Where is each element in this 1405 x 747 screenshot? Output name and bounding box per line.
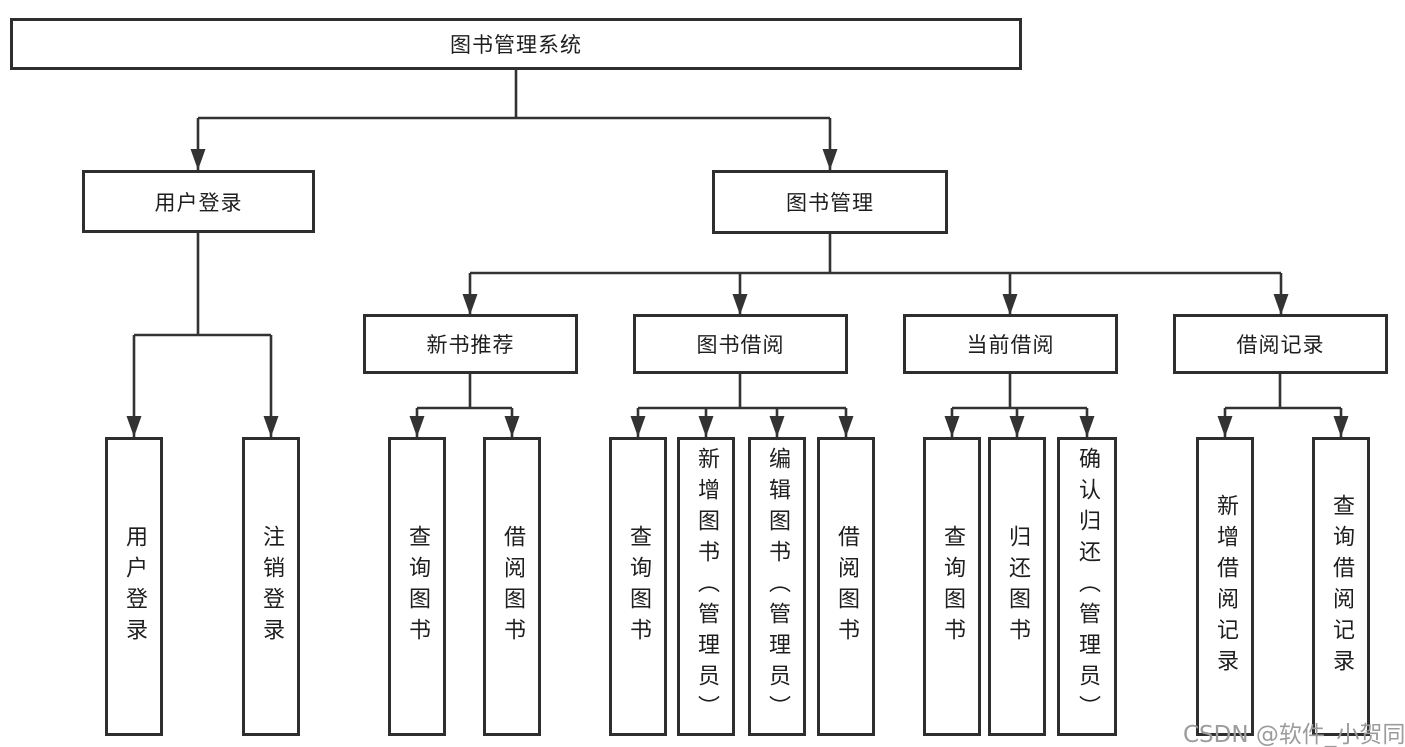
node-book-management: 图书管理 <box>712 170 948 234</box>
leaf-borrow-books-1: 借阅图书 <box>483 437 541 736</box>
leaf-query-borrow-record: 查询借阅记录 <box>1312 437 1370 736</box>
leaf-query-books-1: 查询图书 <box>388 437 446 736</box>
leaf-label: 借阅图书 <box>500 524 525 649</box>
leaf-label: 借阅图书 <box>834 524 859 649</box>
arrowhead <box>190 149 838 170</box>
connector-book-management-to-level3 <box>462 234 1289 315</box>
leaf-query-books-3: 查询图书 <box>923 437 981 736</box>
node-current-borrow: 当前借阅 <box>903 314 1118 374</box>
arrowhead <box>409 416 520 437</box>
leaf-label: 新增图书（管理员） <box>694 447 719 726</box>
leaf-label: 确认归还（管理员） <box>1075 447 1100 726</box>
csdn-watermark: CSDN @软件_小贺同学 <box>1183 722 1405 747</box>
leaf-label: 查询图书 <box>940 524 965 649</box>
node-borrow-records: 借阅记录 <box>1173 314 1388 374</box>
leaf-label: 查询图书 <box>405 524 430 649</box>
connector-user-login-to-leaves <box>126 233 279 437</box>
arrowhead <box>630 416 854 437</box>
connector-new-book-to-leaves <box>409 374 520 437</box>
leaf-add-books-admin: 新增图书（管理员） <box>677 437 735 736</box>
arrowhead <box>462 294 1289 315</box>
leaf-label: 用户登录 <box>122 524 147 649</box>
leaf-confirm-return-admin: 确认归还（管理员） <box>1057 437 1117 736</box>
leaf-return-books: 归还图书 <box>988 437 1046 736</box>
connector-root-to-level2 <box>190 70 838 170</box>
arrowhead <box>126 416 279 437</box>
connector-borrow-records-to-leaves <box>1217 374 1349 437</box>
leaf-edit-books-admin: 编辑图书（管理员） <box>748 437 806 736</box>
node-book-borrow: 图书借阅 <box>633 314 848 374</box>
connector-book-borrow-to-leaves <box>630 374 854 437</box>
leaf-label: 新增借阅记录 <box>1213 493 1238 680</box>
leaf-query-books-2: 查询图书 <box>609 437 667 736</box>
leaf-label: 查询借阅记录 <box>1329 493 1354 680</box>
leaf-add-borrow-record: 新增借阅记录 <box>1196 437 1254 736</box>
leaf-label: 查询图书 <box>626 524 651 649</box>
arrowhead <box>944 416 1095 437</box>
connector-current-borrow-to-leaves <box>944 374 1095 437</box>
leaf-label: 编辑图书（管理员） <box>765 447 790 726</box>
node-new-book-recommend: 新书推荐 <box>363 314 578 374</box>
leaf-user-login: 用户登录 <box>105 437 163 736</box>
leaf-logout: 注销登录 <box>242 437 300 736</box>
node-user-login: 用户登录 <box>82 170 315 233</box>
leaf-label: 注销登录 <box>259 524 284 649</box>
arrowhead <box>1217 416 1349 437</box>
leaf-borrow-books-2: 借阅图书 <box>817 437 875 736</box>
node-root-system: 图书管理系统 <box>10 18 1022 70</box>
leaf-label: 归还图书 <box>1005 524 1030 649</box>
